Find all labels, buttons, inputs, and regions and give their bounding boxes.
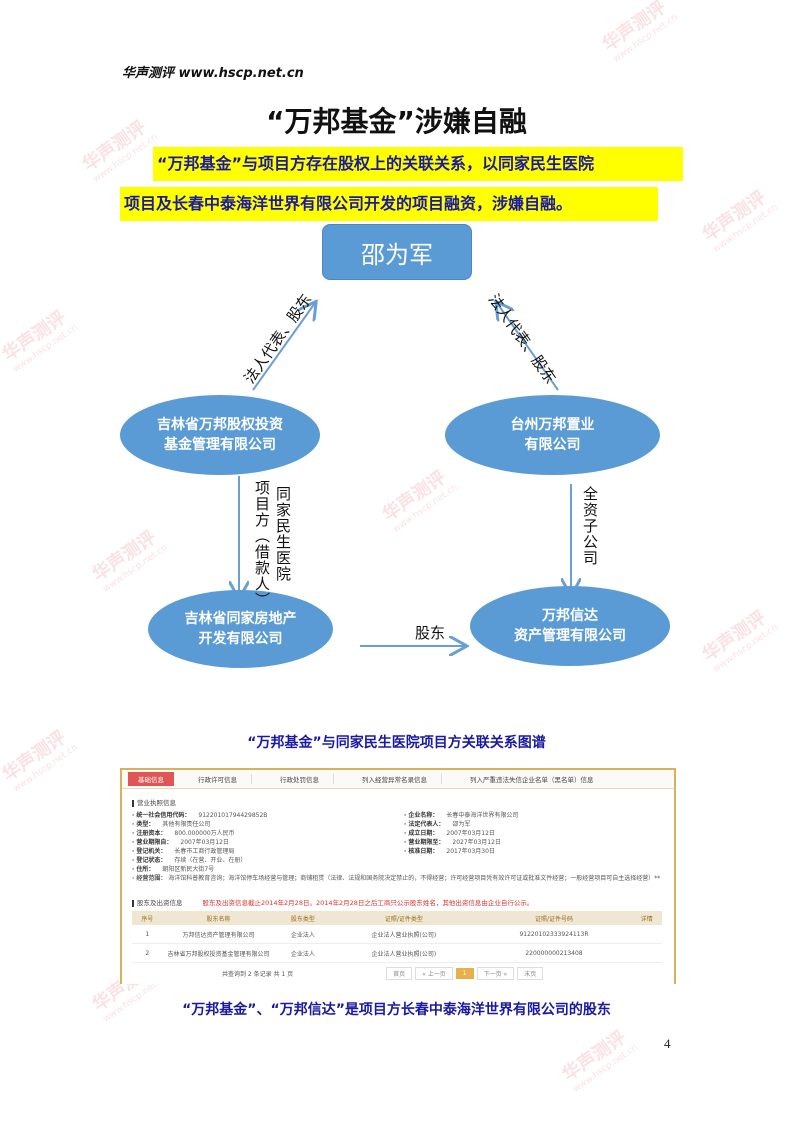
summary-line-1: “万邦基金”与项目方存在股权上的关联关系，以同家民生医院: [153, 147, 683, 181]
field-term-start: 2007年03月12日: [180, 839, 229, 846]
registry-screenshot: 基础信息 行政许可信息 行政处罚信息 列入经营异常名录信息 列入严重违法失信企业…: [120, 768, 676, 984]
edge-label-left-down-2: 项目方（借款人）: [253, 480, 271, 608]
field-label: · 核准日期：: [404, 848, 439, 855]
table-row: 1 万邦信达资产管理有限公司 企业法人 企业法人营业执照(公司) 9122010…: [132, 925, 662, 944]
cell: 企业法人营业执照(公司): [331, 925, 477, 944]
col-header: 序号: [132, 911, 163, 925]
detail-link[interactable]: [631, 943, 662, 963]
next-page-button[interactable]: 下一页 »: [476, 967, 515, 980]
cell: 吉林省万邦股权投资基金管理有限公司: [162, 943, 275, 963]
summary-line-2: 项目及长春中泰海洋世界有限公司开发的项目融资，涉嫌自融。: [120, 187, 658, 221]
node-tongjia-realestate: 吉林省同家房地产开发有限公司: [148, 590, 333, 668]
first-page-button[interactable]: 首页: [386, 967, 413, 980]
registry-tabs: 基础信息 行政许可信息 行政处罚信息 列入经营异常名录信息 列入严重违法失信企业…: [122, 770, 674, 789]
col-header: 证照/证件类型: [331, 911, 477, 925]
field-term-end: 2027年03月12日: [452, 839, 501, 846]
tab-blacklist[interactable]: 列入严重违法失信企业名单（黑名单）信息: [470, 776, 594, 784]
field-label: · 营业期限至：: [404, 839, 445, 846]
field-capital: 800.000000万人民币: [174, 830, 235, 837]
field-approved: 2017年03月30日: [446, 848, 495, 855]
node-wanbang-fund: 吉林省万邦股权投资基金管理有限公司: [120, 395, 320, 475]
cell: 220000000213408: [476, 943, 632, 963]
page-number: 4: [664, 1036, 671, 1051]
prev-page-button[interactable]: « 上一页: [415, 967, 453, 980]
field-company-name: 长春中泰海洋世界有限公司: [446, 812, 519, 819]
field-label: · 法定代表人：: [404, 821, 445, 828]
relationship-diagram: 邵为军 吉林省万邦股权投资基金管理有限公司 台州万邦置业有限公司 吉林省同家房地…: [110, 220, 690, 690]
field-credit-code: 91220101794429852B: [198, 812, 268, 819]
node-taizhou-wanbang: 台州万邦置业有限公司: [445, 395, 660, 475]
field-address: 朝阳区新民大街7号: [162, 866, 215, 873]
cell: 企业法人: [274, 943, 332, 963]
current-page-button[interactable]: 1: [455, 968, 474, 979]
field-label: · 经营范围：: [132, 875, 167, 882]
shareholder-section: 股东及出资信息 股东及出资信息截止2014年2月28日。2014年2月28日之后工…: [132, 897, 674, 907]
cell: 91220102333924113R: [476, 925, 632, 944]
field-label: · 注册资本：: [132, 830, 167, 837]
field-label: · 登记机关：: [132, 848, 167, 855]
cell: 1: [132, 925, 163, 944]
field-label: · 成立日期：: [404, 830, 439, 837]
license-left-column: · 统一社会信用代码： 91220101794429852B · 类型： 其他有限责…: [122, 811, 382, 874]
col-header: 股东类型: [274, 911, 332, 925]
field-authority: 长春市工商行政管理局: [174, 848, 235, 855]
last-page-button[interactable]: 末页: [517, 967, 544, 980]
shareholder-notice: 股东及出资信息截止2014年2月28日。2014年2月28日之后工商只公示股东姓…: [202, 899, 534, 907]
field-label: · 类型：: [132, 821, 155, 828]
field-legal-rep: 邵为军: [452, 821, 471, 828]
col-header: 证照/证件号码: [476, 911, 632, 925]
cell: 企业法人: [274, 925, 332, 944]
diagram-arrows: [110, 220, 690, 690]
field-status: 存续（在营、开业、在册）: [174, 857, 247, 864]
edge-label-bottom: 股东: [415, 624, 446, 642]
diagram-caption: “万邦基金”与同家民生医院项目方关联关系图谱: [247, 735, 546, 751]
field-label: · 营业期限自：: [132, 839, 173, 846]
field-type: 其他有限责任公司: [162, 821, 211, 828]
edge-label-left-down-1: 同家民生医院: [274, 486, 292, 582]
pagination: 共查询到 2 条记录 共 1 页 首页 « 上一页 1 下一页 » 末页: [122, 967, 674, 980]
edge-label-right-down: 全资子公司: [581, 486, 599, 566]
node-wanbang-xinda: 万邦信达资产管理有限公司: [470, 586, 670, 666]
cell: 2: [132, 943, 163, 963]
cell: 企业法人营业执照(公司): [331, 943, 477, 963]
field-label: · 统一社会信用代码：: [132, 812, 191, 819]
cell: 万邦信达资产管理有限公司: [162, 925, 275, 944]
col-header: 股东名称: [162, 911, 275, 925]
tab-basic-info[interactable]: 基础信息: [128, 772, 174, 786]
arrow-taizhou-to-person: [497, 303, 559, 391]
shareholder-table: 序号 股东名称 股东类型 证照/证件类型 证照/证件号码 详情 1 万邦信达资产…: [132, 911, 662, 963]
shareholder-section-title: 股东及出资信息: [137, 899, 183, 907]
field-label: · 登记状态：: [132, 857, 167, 864]
col-header: 详情: [631, 911, 662, 925]
arrow-fund-to-person: [252, 303, 315, 391]
field-label: · 住所：: [132, 866, 155, 873]
license-right-column: · 企业名称： 长春中泰海洋世界有限公司 · 法定代表人： 邵为军 · 成立日期： 2…: [394, 811, 518, 874]
field-scope: 海洋馆科普教育咨询；海洋馆停车场经营与管理；商铺租赁（法律、法规和国务院决定禁止…: [168, 875, 661, 882]
site-header: 华声测评 www.hscp.net.cn: [122, 66, 304, 81]
tab-admin-penalty[interactable]: 行政处罚信息: [266, 774, 334, 784]
field-label: · 企业名称：: [404, 812, 439, 819]
detail-link[interactable]: [631, 925, 662, 944]
tab-abnormal-list[interactable]: 列入经营异常名录信息: [348, 774, 442, 784]
license-section-title: 营业执照信息: [132, 797, 674, 807]
field-founded: 2007年03月12日: [446, 830, 495, 837]
business-scope: · 经营范围： 海洋馆科普教育咨询；海洋馆停车场经营与管理；商铺租赁（法律、法规…: [122, 874, 674, 883]
registry-caption: “万邦基金”、“万邦信达”是项目方长春中泰海洋世界有限公司的股东: [182, 1002, 611, 1018]
pager-summary: 共查询到 2 条记录 共 1 页: [222, 971, 294, 978]
person-node: 邵为军: [322, 224, 472, 280]
table-row: 2 吉林省万邦股权投资基金管理有限公司 企业法人 企业法人营业执照(公司) 22…: [132, 943, 662, 963]
tab-admin-license[interactable]: 行政许可信息: [184, 774, 252, 784]
page-title: “万邦基金”涉嫌自融: [266, 105, 527, 138]
